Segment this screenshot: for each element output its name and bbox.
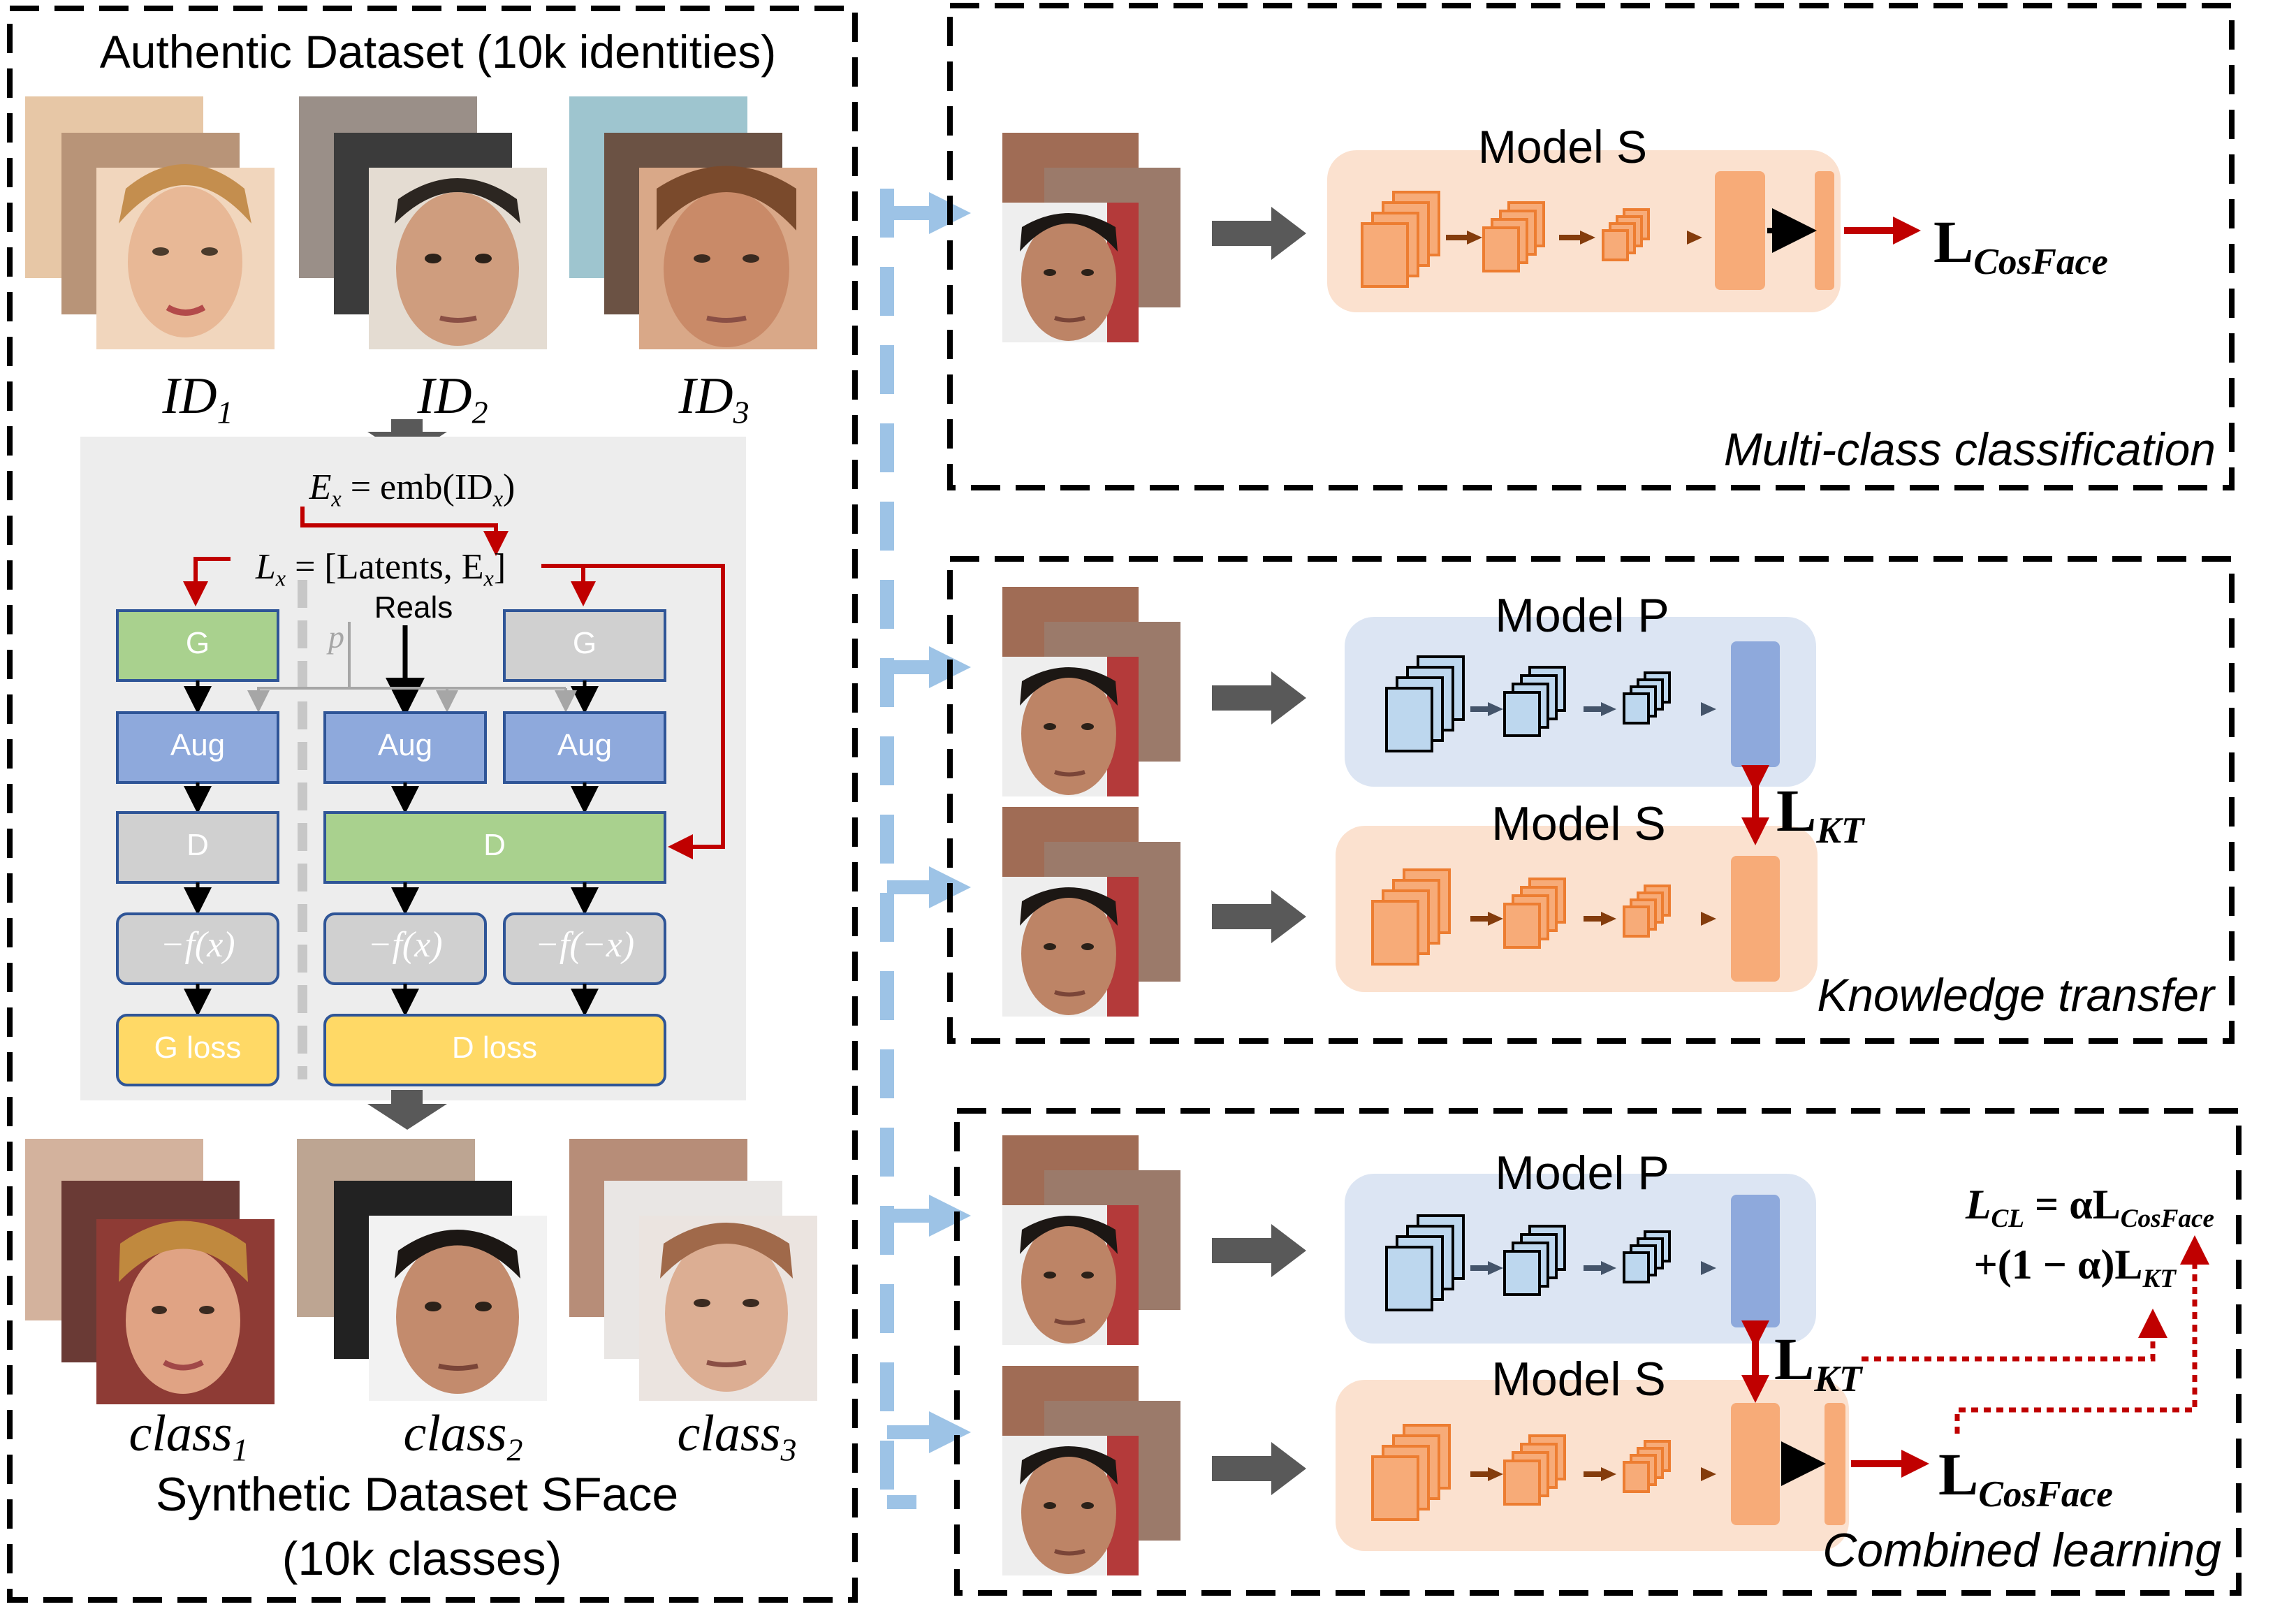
cl-face-stack-p xyxy=(1002,1135,1180,1345)
panel-combined-frame xyxy=(954,1108,2242,1596)
kt-model-p-embedding xyxy=(1731,641,1780,767)
kt-model-s-embedding xyxy=(1731,856,1780,982)
mc-face-stack xyxy=(1002,133,1180,342)
cl-kt-loss-label: LKT xyxy=(1774,1325,1862,1400)
cl-classifier-block xyxy=(1825,1403,1845,1525)
down-arrow-out-of-gan xyxy=(367,1090,447,1130)
dotted-cosface-to-equation xyxy=(1954,1235,2209,1434)
reals-label: Reals xyxy=(374,590,453,625)
aug-left-block xyxy=(116,711,279,784)
synthetic-dataset-subtitle: (10k classes) xyxy=(281,1532,562,1585)
g-loss-block xyxy=(116,1014,279,1086)
cl-model-s-embedding xyxy=(1731,1403,1780,1525)
class-label-1: class1 xyxy=(129,1405,249,1468)
kt-model-p-label: Model P xyxy=(1495,589,1669,642)
class-label-2: class2 xyxy=(403,1405,523,1468)
latent-equation: Lx = [Latents, Ex] xyxy=(255,547,506,591)
mc-model-s-layers xyxy=(1361,191,1650,288)
g-loss-label: G loss xyxy=(154,1031,242,1065)
dotted-kt-to-equation xyxy=(1862,1309,2167,1362)
mc-model-s-box xyxy=(1327,150,1841,312)
kt-face-stack-s xyxy=(1002,807,1180,1017)
aug-middle-block xyxy=(323,711,487,784)
synthetic-dataset-title: Synthetic Dataset SFace xyxy=(155,1468,679,1521)
generator-right-block xyxy=(503,609,666,682)
f-middle-label: −f(x) xyxy=(367,925,443,965)
discriminator-right-block xyxy=(323,811,666,884)
synthetic-face-stack-1 xyxy=(25,1139,275,1404)
kt-model-s-label: Model S xyxy=(1491,797,1666,850)
cl-model-p-layers xyxy=(1385,1214,1671,1311)
cl-model-s-box xyxy=(1336,1380,1849,1551)
panel-kt-frame xyxy=(947,556,2235,1044)
red-arrow-emb-to-latent xyxy=(300,507,509,556)
combined-loss-equation-line1: LCL = αLCosFace xyxy=(1965,1181,2214,1233)
left-dashed-frame xyxy=(7,6,858,1603)
id-label-2: ID2 xyxy=(417,367,488,430)
embedding-equation: Ex = emb(IDx) xyxy=(309,467,515,511)
synthetic-face-stack-3 xyxy=(569,1139,817,1401)
authentic-face-stack-3 xyxy=(569,96,817,349)
kt-model-p-layers xyxy=(1385,655,1671,752)
g-right-label: G xyxy=(572,626,597,660)
d-right-label: D xyxy=(483,828,506,862)
cl-model-s-label: Model S xyxy=(1491,1353,1666,1406)
f-right-label: −f(−x) xyxy=(534,925,635,965)
authentic-face-stack-2 xyxy=(299,96,547,349)
red-arrow-latent-to-d xyxy=(583,564,725,859)
class-label-3: class3 xyxy=(677,1405,797,1468)
synthetic-face-stack-2 xyxy=(297,1139,547,1401)
d-loss-block xyxy=(323,1014,666,1086)
combined-loss-equation-line2: +(1 − α)LKT xyxy=(1973,1242,2176,1293)
kt-loss-label: LKT xyxy=(1776,777,1864,852)
g-left-label: G xyxy=(185,626,210,660)
p-label: p xyxy=(328,619,344,655)
aug-right-block xyxy=(503,711,666,784)
cl-model-s-layers xyxy=(1371,1424,1671,1521)
kt-model-s-box xyxy=(1336,826,1818,992)
d-left-label: D xyxy=(187,828,209,862)
panel-multiclass-frame xyxy=(947,3,2235,490)
mc-caption: Multi-class classification xyxy=(1723,423,2216,475)
cl-caption: Combined learning xyxy=(1822,1524,2221,1577)
mc-cosface-loss: LCosFace xyxy=(1933,208,2108,283)
aug-right-label: Aug xyxy=(557,728,613,762)
authentic-face-stack-1 xyxy=(25,96,275,349)
kt-face-stack-p xyxy=(1002,587,1180,796)
d-loss-label: D loss xyxy=(451,1031,538,1065)
authentic-dataset-title: Authentic Dataset (10k identities) xyxy=(99,26,777,78)
gray-input-arrows xyxy=(1212,207,1306,1495)
mc-classifier-block xyxy=(1815,171,1834,290)
mc-embedding-block xyxy=(1715,171,1765,290)
cl-model-p-label: Model P xyxy=(1495,1147,1669,1200)
mc-model-s-label: Model S xyxy=(1477,121,1648,173)
aug-left-label: Aug xyxy=(170,728,226,762)
kt-caption: Knowledge transfer xyxy=(1817,969,2214,1021)
aug-middle-label: Aug xyxy=(377,728,433,762)
kt-model-s-layers xyxy=(1371,868,1671,966)
cl-face-stack-s xyxy=(1002,1366,1180,1575)
f-left-label: −f(x) xyxy=(160,925,235,965)
cl-model-p-embedding xyxy=(1731,1195,1780,1327)
id-label-1: ID1 xyxy=(162,367,233,430)
id-label-3: ID3 xyxy=(678,367,750,430)
red-arrow-latent-to-left-g xyxy=(183,557,231,606)
cl-cosface-loss: LCosFace xyxy=(1938,1441,2113,1515)
